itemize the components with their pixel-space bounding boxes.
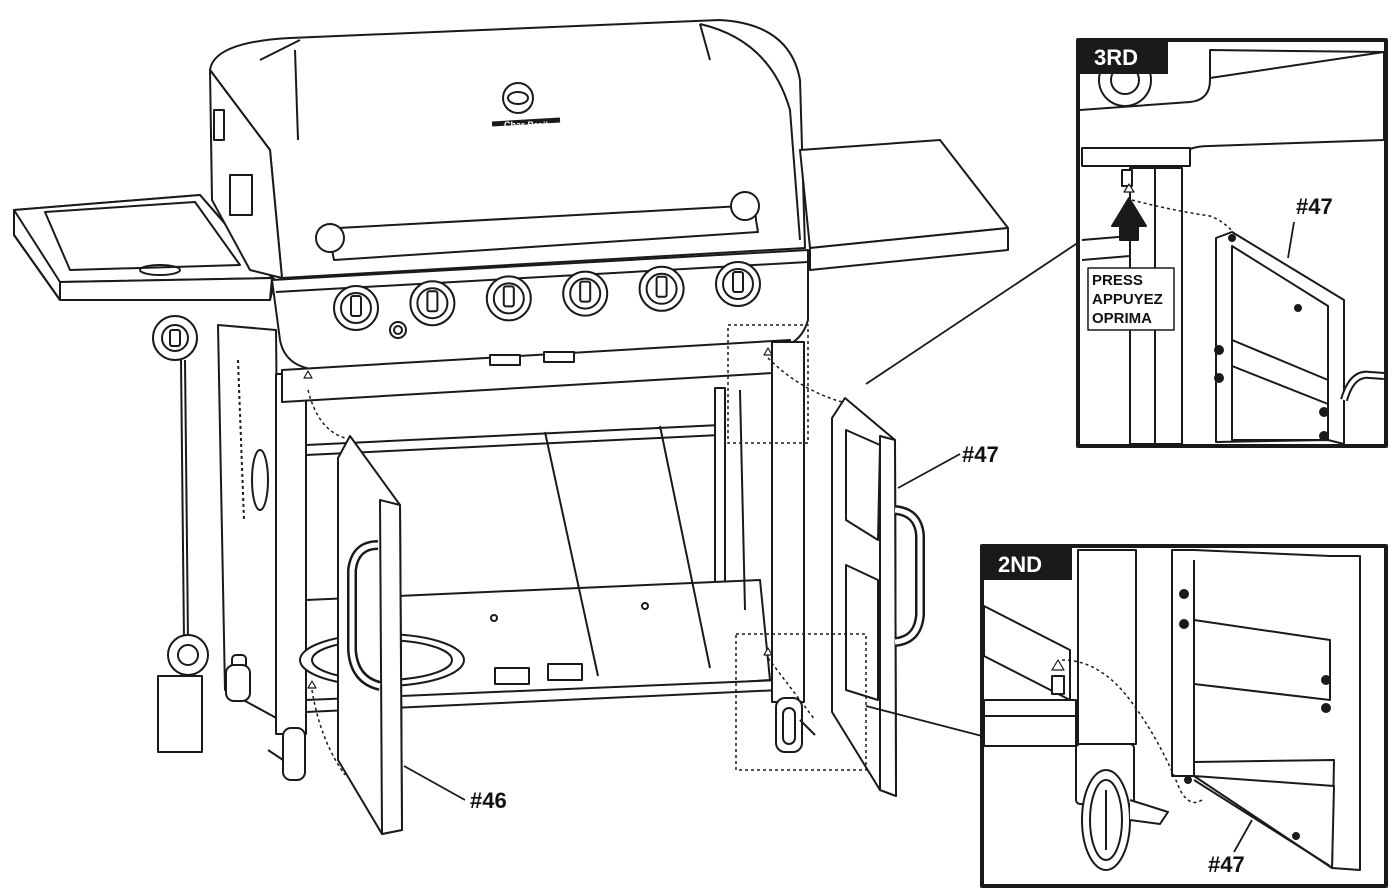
control-knobs — [333, 261, 761, 331]
step-badge-third: 3RD — [1078, 40, 1168, 74]
part-label-inset-third: #47 — [1296, 194, 1333, 219]
caster-left-front — [267, 727, 306, 781]
hinge-guide-lines — [307, 324, 867, 776]
control-knob — [485, 275, 532, 322]
leader-lines — [403, 239, 1083, 801]
control-knob — [333, 285, 379, 331]
door-right — [831, 397, 925, 797]
step-badge-second-text: 2ND — [998, 552, 1042, 577]
caster-left-rear — [225, 654, 251, 702]
caster-right-front — [775, 697, 816, 753]
control-knob — [638, 265, 685, 312]
part-label-inset-second: #47 — [1208, 852, 1245, 877]
press-callout: PRESS APPUYEZ OPRIMA — [1092, 272, 1163, 327]
gas-hose-regulator — [157, 359, 209, 753]
brand-mark: Char-Broil — [504, 120, 548, 130]
lid-handle — [315, 191, 760, 261]
press-label-es: OPRIMA — [1092, 310, 1152, 327]
inset-third-step — [1076, 38, 1388, 448]
right-side-shelf — [799, 139, 1009, 271]
control-knob — [409, 280, 456, 327]
door-left — [337, 435, 403, 835]
control-knob — [562, 270, 609, 317]
press-label-fr: APPUYEZ — [1092, 291, 1163, 308]
press-label-en: PRESS — [1092, 272, 1143, 289]
hinge-arrows — [303, 347, 773, 689]
cart-left-side-panel — [217, 324, 281, 721]
part-label-door-left: #46 — [470, 788, 507, 813]
lid-left-end-cap — [209, 69, 283, 279]
front-left-leg — [275, 373, 307, 735]
step-badge-second: 2ND — [982, 546, 1072, 580]
inset-second-step — [980, 544, 1388, 888]
side-burner-shelf — [13, 194, 276, 301]
part-label-door-right: #47 — [962, 442, 999, 467]
step-badge-third-text: 3RD — [1094, 45, 1138, 70]
control-knob — [715, 261, 761, 307]
side-burner-knob — [152, 315, 198, 361]
igniter-button — [389, 321, 407, 339]
